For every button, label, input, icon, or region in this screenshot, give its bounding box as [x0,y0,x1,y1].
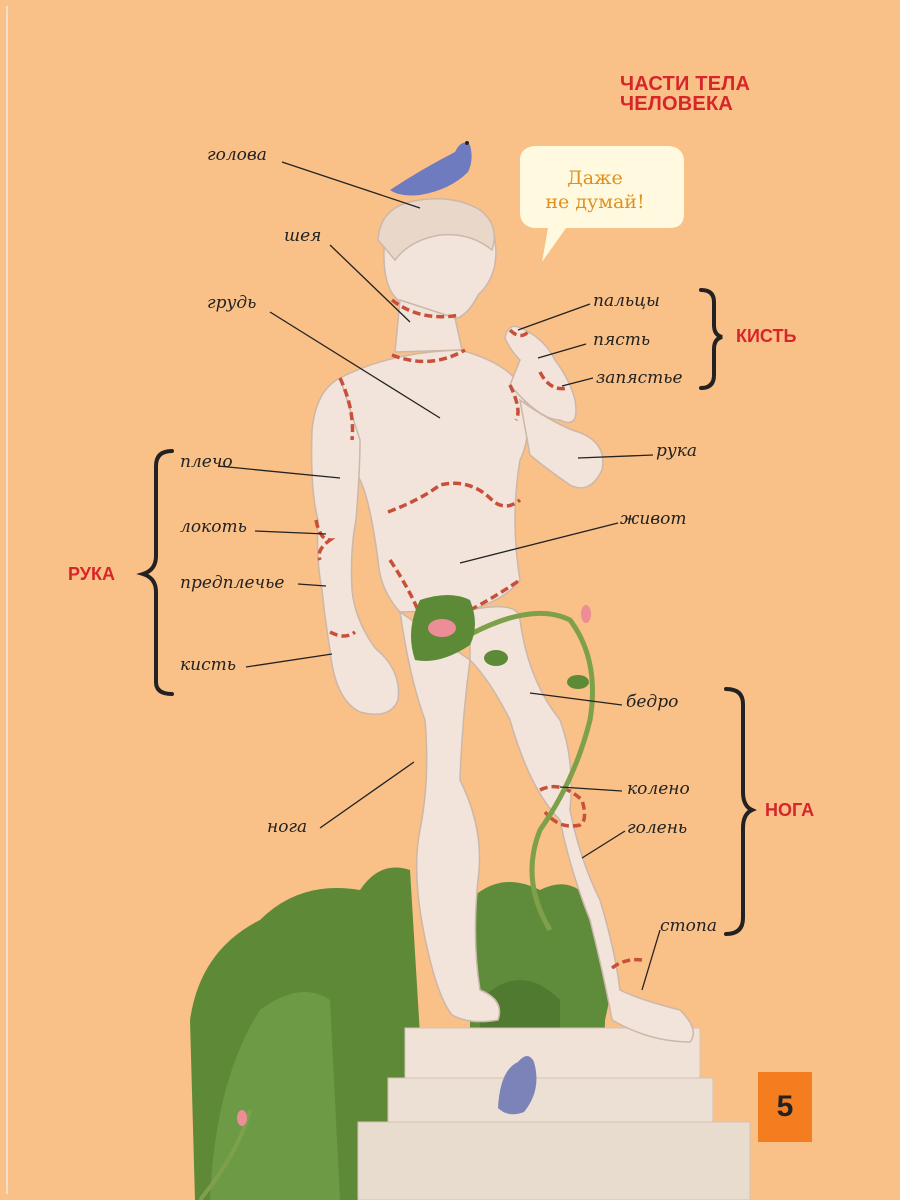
label-foot: стопа [660,916,717,936]
label-forearm: предплечье [180,573,285,593]
label-arm: рука [656,441,698,461]
label-chest: грудь [207,293,257,313]
label-hand: кисть [180,655,236,675]
label-head: голова [207,145,267,165]
label-wrist: запястье [596,368,683,388]
speech-bubble [520,146,684,262]
group-braces [136,288,757,936]
speech-bubble-text: Даже не думай! [525,166,665,214]
label-elbow: локоть [180,517,247,537]
label-shin: голень [627,818,688,838]
body-part-boundaries [314,298,643,970]
vine-illustration [198,595,595,1200]
title-line-1: ЧАСТИ ТЕЛА [620,73,751,95]
label-knee: колено [627,779,690,799]
leader-lines [217,161,661,991]
pedestal [357,1027,751,1200]
label-belly: живот [620,509,687,529]
label-thigh: бедро [626,692,679,712]
title-line-2: ЧЕЛОВЕКА [620,93,734,115]
label-fingers: пальцы [593,291,660,311]
group-label-leg: НОГА [765,800,815,820]
statue-body [310,198,695,1043]
small-pigeon-icon [498,1056,537,1115]
group-label-arm: РУКА [68,564,115,584]
pigeon-icon [390,141,472,196]
group-label-hand: КИСТЬ [736,326,797,346]
speech-line-1: Даже [567,167,623,189]
speech-line-2: не думай! [545,191,645,213]
label-neck: шея [284,226,322,246]
page-title: ЧАСТИ ТЕЛА ЧЕЛОВЕКА [620,74,750,114]
label-metacarpus: пясть [593,330,651,350]
page-number: 5 [758,1072,812,1142]
label-leg: нога [267,817,308,837]
label-shoulder: плечо [180,452,233,472]
